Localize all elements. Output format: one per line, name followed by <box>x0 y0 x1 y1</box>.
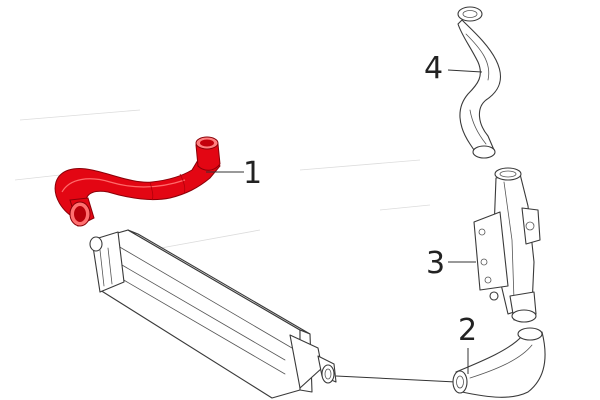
intercooler <box>89 229 337 399</box>
hose-part-4 <box>457 6 501 159</box>
callout-4: 4 <box>424 51 443 86</box>
callout-2: 2 <box>458 313 477 348</box>
leader-line-4 <box>447 69 483 73</box>
connection-line <box>335 375 457 383</box>
callout-1: 1 <box>243 156 262 191</box>
hose-part-1 <box>54 136 221 227</box>
hose-part-2 <box>452 327 546 398</box>
callout-3: 3 <box>426 246 445 281</box>
bracket-part-3 <box>473 167 541 323</box>
background-ghost-lines <box>14 109 431 251</box>
